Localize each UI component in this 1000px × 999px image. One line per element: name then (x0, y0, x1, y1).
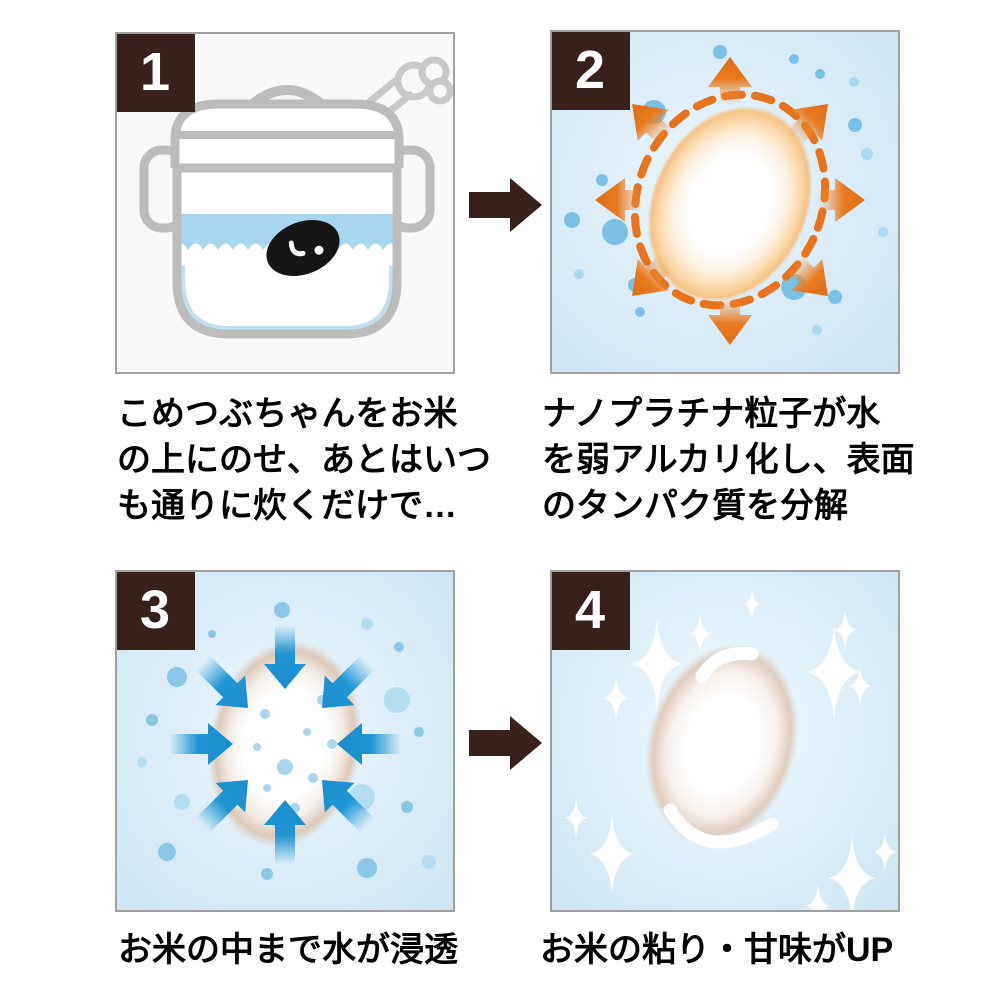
step-2-number: 2 (574, 40, 606, 100)
step-1-caption: こめつぶちゃんをお米 の上にのせ、あとはいつ も通りに炊くだけで… (117, 395, 491, 525)
step-1-panel: 1 (115, 32, 455, 374)
cooker-body-outline (172, 163, 402, 339)
rice-grain (647, 105, 813, 303)
step-4-caption: お米の粘り・甘味がUP (540, 931, 894, 969)
step-2-caption: ナノプラチナ粒子が水 を弱アルカリ化し、表面 のタンパク質を分解 (542, 395, 915, 525)
shiny-grain-icon (565, 588, 896, 910)
step-3-number: 3 (139, 580, 171, 640)
step-4-number: 4 (574, 580, 606, 640)
step-3-badge: 3 (117, 572, 195, 650)
step-2-badge: 2 (552, 32, 630, 110)
step-3-panel: 3 (115, 570, 455, 912)
inner-water-line (181, 266, 393, 330)
komerubu-character-icon (266, 220, 340, 276)
gloss-highlights (663, 646, 779, 849)
rice-surface (177, 243, 397, 334)
dashed-membrane (630, 90, 830, 310)
grain-releasing-icon (564, 45, 888, 345)
step-1-number: 1 (139, 42, 171, 102)
rice-cooker-icon (139, 56, 453, 339)
step-4-badge: 4 (552, 572, 630, 650)
flow-arrow-1-icon (469, 176, 543, 234)
rice-grain (645, 643, 799, 845)
flow-arrow-2-icon (469, 714, 543, 772)
step-3-caption: お米の中まで水が浸透 (118, 931, 458, 969)
step-1-badge: 1 (117, 34, 195, 112)
water-penetrating-icon (137, 602, 436, 880)
step-2-panel: 2 (550, 30, 900, 374)
step-4-panel: 4 (550, 570, 900, 912)
